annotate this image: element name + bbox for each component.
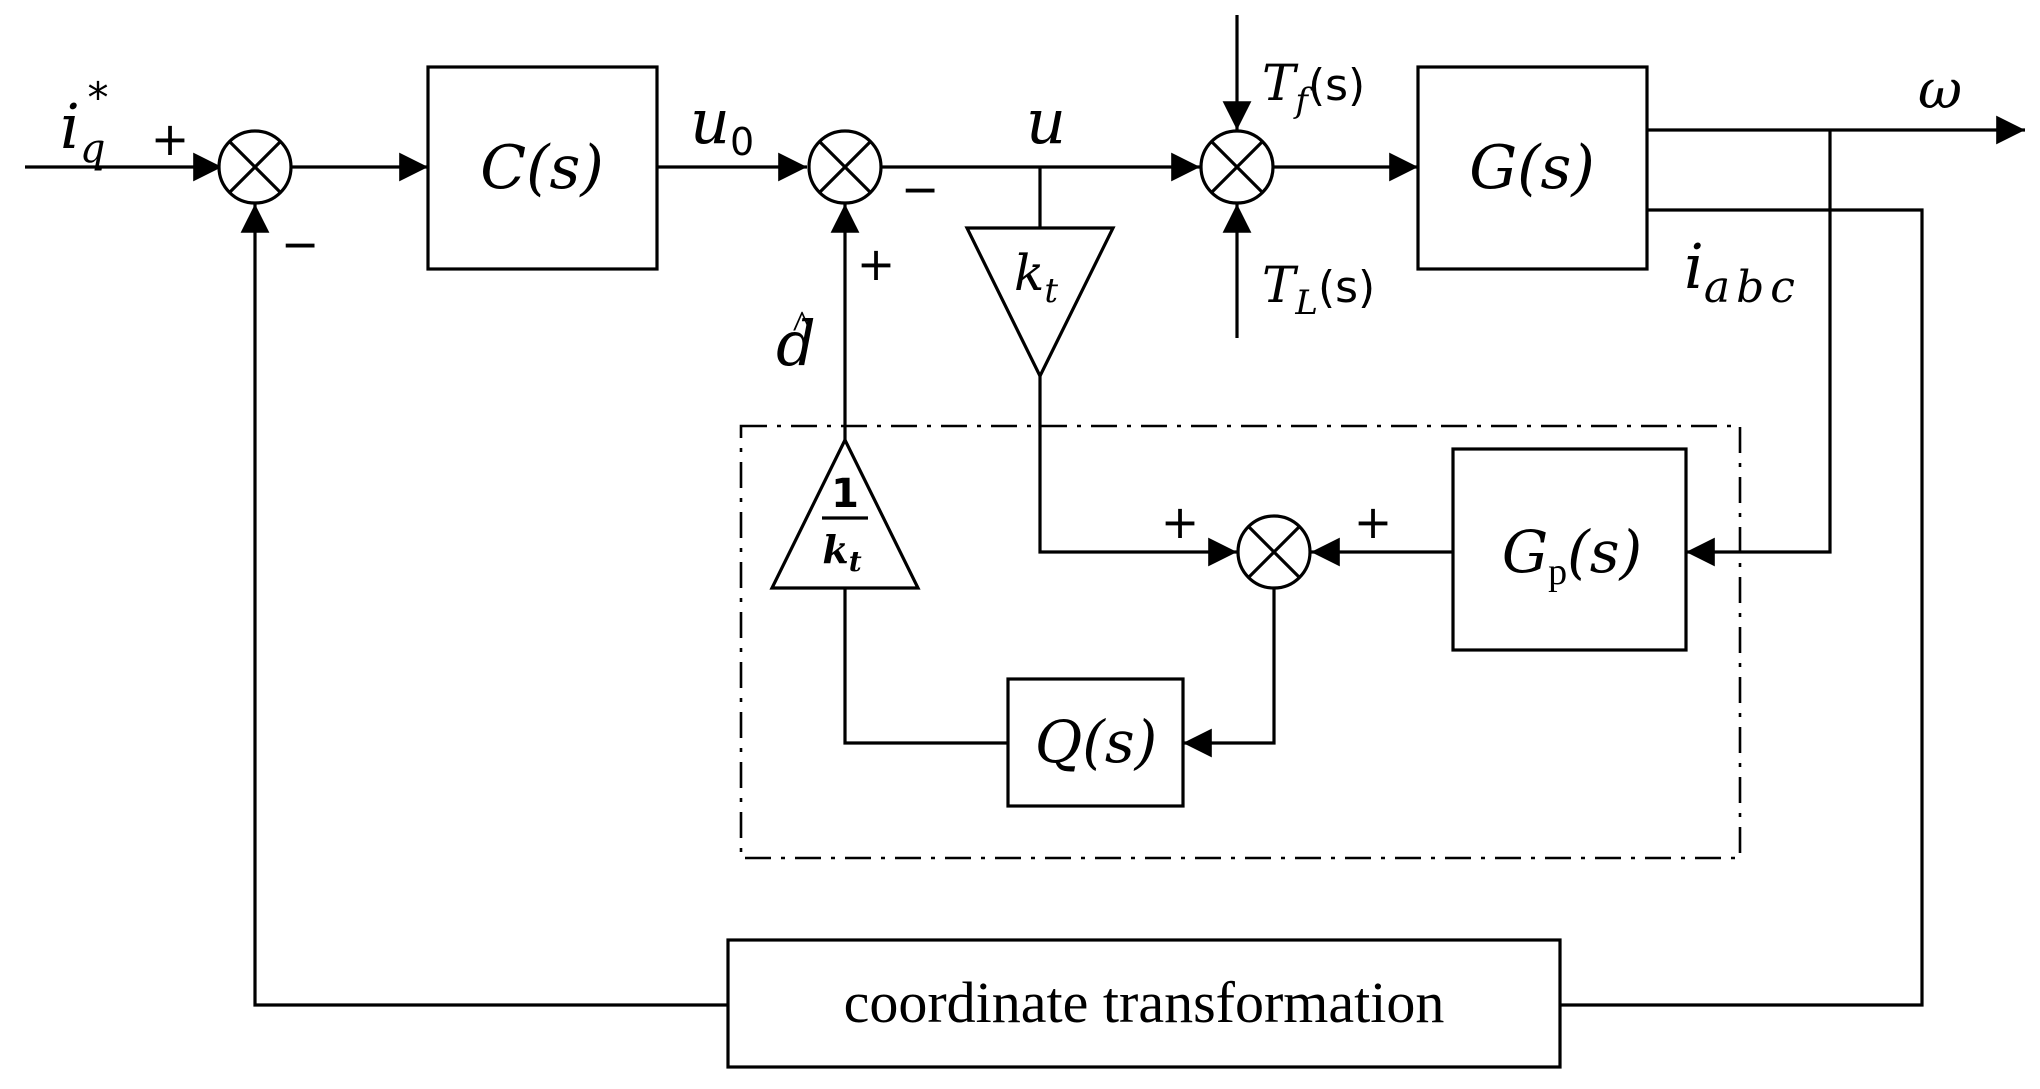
wire-current-feedback (240, 204, 728, 1007)
inverse-gain-denominator: kt (822, 527, 861, 578)
control-signal-label: u (1026, 85, 1066, 158)
nominal-inverse-label: Gp(s) (1502, 518, 1642, 593)
sign-sum4-gain: + (1161, 495, 1200, 549)
disturbance-estimate-label: d ^ (776, 302, 816, 380)
summing-junction-control (807, 129, 883, 205)
wire-omega-to-nominal (1686, 130, 1832, 567)
speed-output-label: ω (1918, 58, 1962, 121)
wire-gain-sum4 (1038, 376, 1237, 567)
summing-junction-observer (1236, 514, 1312, 590)
plant-block: G(s) (1416, 65, 1649, 271)
signal-wires (25, 15, 2025, 1007)
q-filter-label: Q(s) (1035, 708, 1158, 776)
nominal-inverse-model-block: Gp(s) (1451, 447, 1688, 652)
torque-gain-block: kt (964, 226, 1116, 380)
inverse-gain-subscript: t (849, 545, 862, 578)
summing-junction-reference (217, 129, 293, 205)
torque-gain-subscript: t (1044, 271, 1058, 311)
wire-filter-inverse-gain (843, 588, 1008, 745)
friction-torque-label: Tf(s) (1262, 54, 1365, 121)
inverse-gain-numerator: 1 (831, 471, 859, 517)
controller-block: C(s) (426, 65, 659, 271)
load-torque-subscript: L (1294, 283, 1318, 323)
sign-sum2-feedback: − (901, 162, 940, 216)
disturbance-estimate-hat: ^ (793, 302, 812, 347)
inverse-gain-block: 1 kt (769, 436, 921, 590)
phase-current-subscript: abc (1704, 262, 1801, 313)
summing-junction-torque (1199, 129, 1275, 205)
wire-current (1560, 208, 1924, 1007)
phase-current-label: iabc (1684, 230, 1801, 313)
observer-boundary (739, 424, 1742, 860)
svg-text:d: d (776, 307, 816, 380)
coordinate-transformation-block: coordinate transformation (726, 938, 1562, 1069)
coordinate-transformation-label: coordinate transformation (844, 970, 1445, 1035)
sign-sum1-reference: + (151, 112, 190, 166)
controller-output-label: u0 (690, 85, 754, 164)
reference-current-superscript: * (87, 73, 108, 122)
load-torque-label: TL(s) (1262, 256, 1375, 323)
q-filter-block: Q(s) (1006, 677, 1185, 808)
plant-label: G(s) (1469, 133, 1595, 203)
controller-output-subscript: 0 (730, 120, 754, 164)
reference-current-subscript: q (80, 126, 106, 172)
controller-label: C(s) (480, 133, 604, 203)
wire-sum4-filter (1183, 589, 1276, 758)
sign-sum2-estimate: + (857, 237, 896, 291)
sign-sum4-nominal: + (1354, 495, 1393, 549)
nominal-inverse-subscript: p (1548, 551, 1567, 593)
reference-current-label: iq* (60, 73, 108, 172)
torque-gain-label: kt (1014, 244, 1058, 311)
sign-sum1-feedback: − (281, 217, 320, 271)
